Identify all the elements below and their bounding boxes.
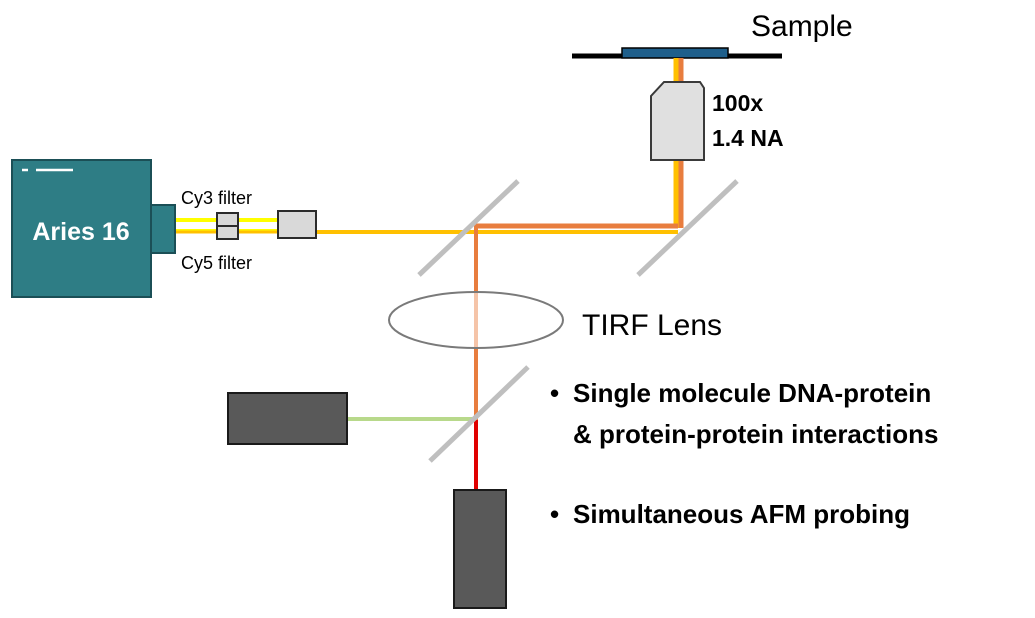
- objective-na: 1.4 NA: [712, 125, 784, 151]
- bullet-text-line: Simultaneous AFM probing: [573, 499, 910, 529]
- bullet-marker: •: [550, 378, 559, 408]
- objective-magnification: 100x: [712, 90, 763, 116]
- mirror-top-right: [636, 179, 739, 277]
- camera-body: [11, 159, 152, 298]
- bullet-item-1: • Single molecule DNA-protein & protein-…: [550, 378, 938, 449]
- bullet-marker: •: [550, 499, 559, 529]
- dichroic-mirror-top-left: [417, 179, 520, 277]
- dichroic-mirror-bottom: [428, 365, 530, 463]
- laser-red: [453, 489, 507, 609]
- cy3-filter: [216, 212, 239, 227]
- cy3-filter-label: Cy3 filter: [181, 188, 252, 208]
- camera-label: Aries 16: [32, 218, 129, 246]
- bullet-item-2: • Simultaneous AFM probing: [550, 499, 910, 529]
- bullet-text-line: Single molecule DNA-protein: [573, 378, 931, 408]
- tirf-lens: [388, 291, 564, 349]
- relay-optic: [277, 210, 317, 239]
- objective-lens: [650, 81, 705, 161]
- camera-nose: [150, 204, 176, 254]
- sample-slide: [621, 47, 729, 59]
- tirf-lens-label: TIRF Lens: [582, 309, 722, 342]
- cy5-filter: [216, 225, 239, 240]
- cy5-filter-label: Cy5 filter: [181, 253, 252, 273]
- laser-green: [227, 392, 348, 445]
- sample-label: Sample: [751, 10, 853, 43]
- bullet-text-line: & protein-protein interactions: [573, 419, 938, 449]
